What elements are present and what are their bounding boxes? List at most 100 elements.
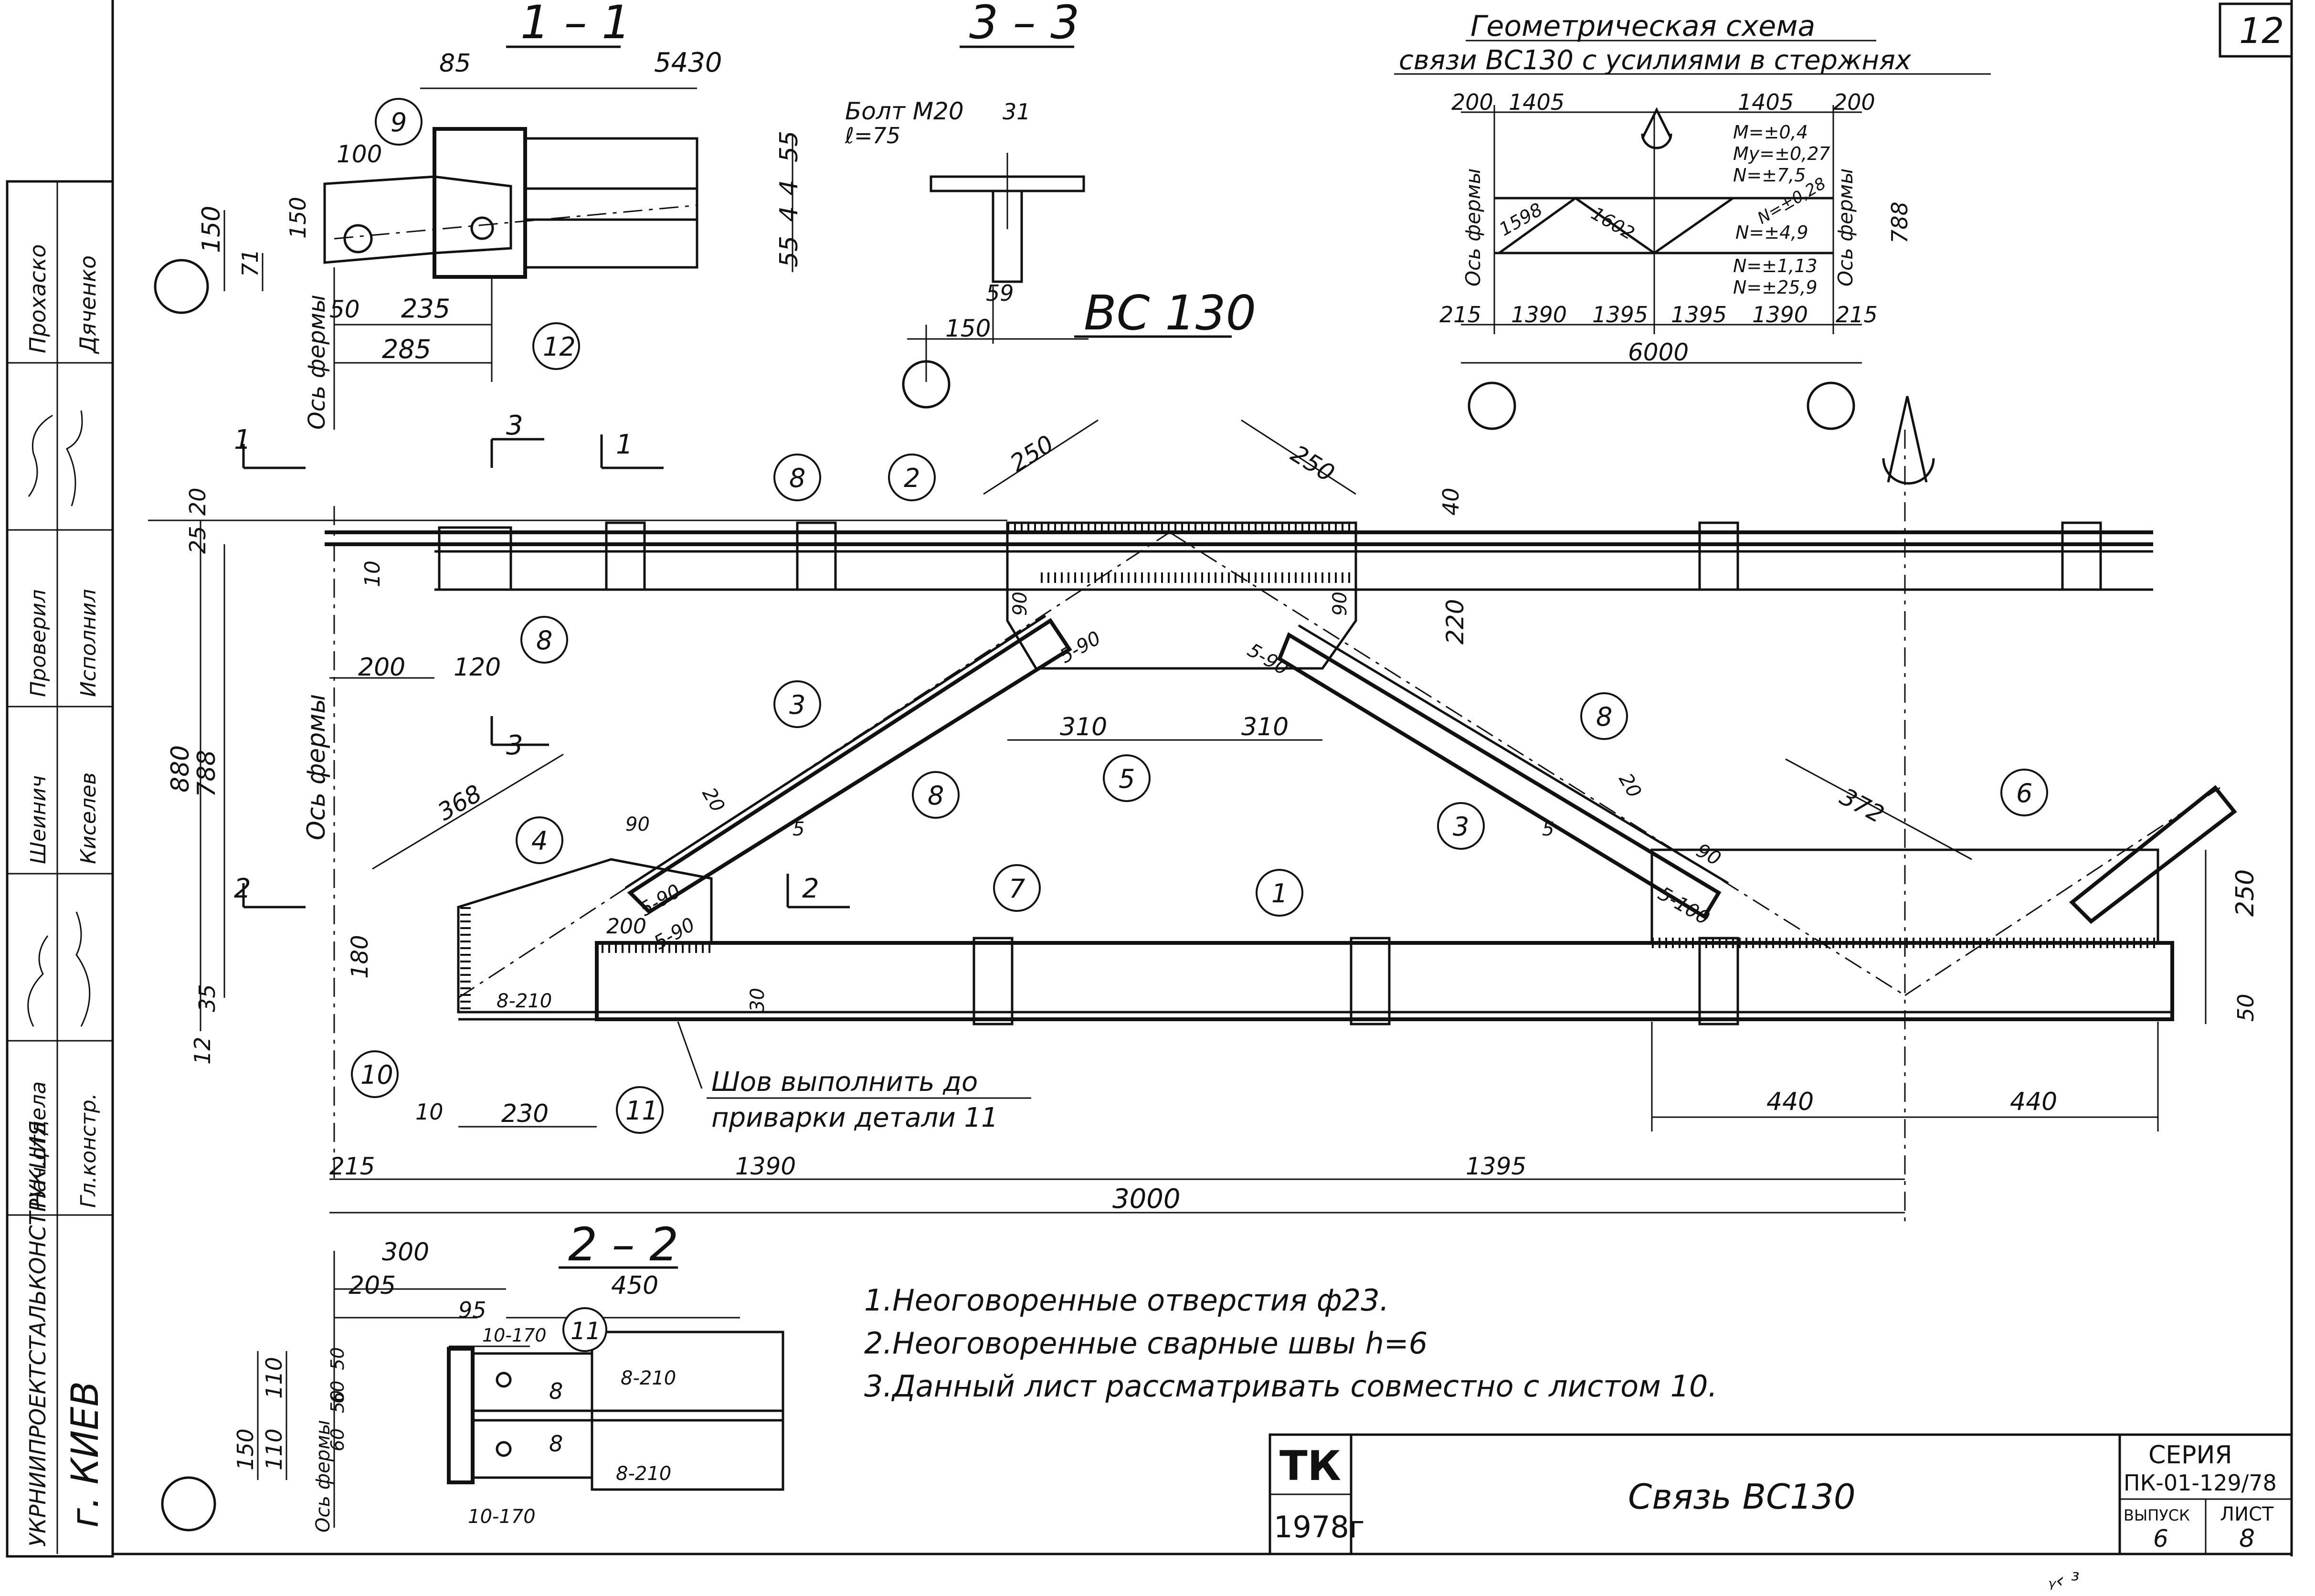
note-1: 1.Неоговоренные отверстия ф23. <box>864 1283 1389 1318</box>
dim-left-12: 12 <box>190 1036 215 1065</box>
dim-20-b: 20 <box>1614 770 1645 802</box>
dim-368: 368 <box>433 779 486 826</box>
cut-mark-2-left: 2 <box>234 873 251 904</box>
s22-weld-8-210a: 8-210 <box>621 1367 676 1389</box>
weld-5-90-d: 5-90 <box>650 913 699 954</box>
geom-diag-left: 1598 <box>1496 199 1546 240</box>
geom-axis-right: Ось фермы <box>1834 168 1857 286</box>
cut-mark-3-bottom: 3 <box>506 730 523 761</box>
geom-diag-center: 1602 <box>1588 203 1638 244</box>
s33-bolt-length: ℓ=75 <box>845 123 900 148</box>
dim-right-50: 50 <box>2233 994 2259 1022</box>
geom-force-my: My=±0,27 <box>1733 143 1830 164</box>
s22-dim-205: 205 <box>349 1271 396 1300</box>
bottom-stray-marks: ᵧ‹ ³ <box>2048 1568 2080 1593</box>
geom-force-m: M=±0,4 <box>1733 122 1808 143</box>
callout-7: 7 <box>1009 874 1025 904</box>
geom-center-mark-icon <box>1641 107 1672 149</box>
geom-dim-top-200b: 200 <box>1833 89 1875 115</box>
s22-dim-150: 150 <box>233 1428 258 1470</box>
tk-logo: ТК <box>1279 1442 1341 1490</box>
s11-axis-label: Ось фермы <box>304 295 330 430</box>
stamp-name-3: Киселев <box>76 772 101 864</box>
stamp-institute: УКРНИИПРОЕКТСТАЛЬКОНСТРУКЦИЯ <box>25 1121 51 1547</box>
dim-left-880: 880 <box>166 745 195 793</box>
s22-dim-10-170b: 10-170 <box>468 1506 536 1528</box>
geom-dim-top-200a: 200 <box>1451 89 1493 115</box>
s33-dim-31: 31 <box>1003 99 1031 125</box>
geom-dim-bot-1395a: 1395 <box>1592 302 1648 328</box>
stamp-name-1: Прохаско <box>25 244 51 353</box>
callout-5: 5 <box>1119 764 1135 794</box>
callout-6: 6 <box>2016 778 2032 808</box>
signature-1 <box>28 410 83 507</box>
sheet-value: 8 <box>2239 1524 2255 1553</box>
side-stamp: г. КИЕВ УКРНИИПРОЕКТСТАЛЬКОНСТРУКЦИЯ Нач… <box>25 244 107 1547</box>
s11-dim-55b: 55 <box>775 236 803 267</box>
s11-axis-bubble <box>154 259 209 314</box>
dim-90-b: 90 <box>1009 592 1031 616</box>
s11-callout-12: 12 <box>543 332 576 362</box>
dim-bottom-1390: 1390 <box>735 1152 796 1180</box>
s22-weld-8-210b: 8-210 <box>616 1463 671 1485</box>
dim-right-250: 250 <box>2231 869 2260 917</box>
geom-dim-bot-1390b: 1390 <box>1752 302 1808 328</box>
dim-bottom-440-right: 440 <box>2010 1088 2057 1116</box>
main-axis-label: Ось фермы <box>302 694 331 840</box>
s22-dim-300: 300 <box>382 1238 429 1267</box>
main-center-mark-icon <box>1882 396 1935 485</box>
dim-200-left: 200 <box>358 653 405 682</box>
dim-bottom-440-left: 440 <box>1766 1088 1814 1116</box>
section-2-2-view <box>257 1251 784 1528</box>
geom-dim-bot-215b: 215 <box>1836 302 1878 328</box>
geom-height: 788 <box>1887 201 1913 243</box>
section-3-3-heading: 3 – 3 <box>969 0 1079 49</box>
s22-plate-8a: 8 <box>549 1378 563 1404</box>
callout-1: 1 <box>1271 878 1288 909</box>
callout-8-top-a: 8 <box>789 463 805 493</box>
s11-callout-12-circle <box>532 322 580 370</box>
dim-90-a: 90 <box>625 814 650 835</box>
dim-top-250-left: 250 <box>1005 430 1059 477</box>
s11-dim-5430: 5430 <box>654 47 722 78</box>
geom-force-n4: N=±1,13 <box>1733 255 1818 276</box>
geom-dim-bot-1390a: 1390 <box>1511 302 1567 328</box>
dim-left-20: 20 <box>185 487 211 516</box>
geom-dim-bot-215a: 215 <box>1439 302 1481 328</box>
s11-dim-100: 100 <box>337 140 382 168</box>
section-1-1-heading: 1 – 1 <box>520 0 631 49</box>
cut-mark-3-top: 3 <box>506 410 523 441</box>
s22-callout-11: 11 <box>571 1317 601 1345</box>
dim-310-right: 310 <box>1241 713 1289 741</box>
section-3-3-view <box>907 153 1089 382</box>
callout-10: 10 <box>360 1060 393 1090</box>
dim-5-b: 5 <box>1542 818 1554 840</box>
main-callouts <box>351 454 2048 1134</box>
s22-dim-10-170a: 10-170 <box>482 1325 547 1346</box>
dim-bottom-1395: 1395 <box>1466 1152 1526 1180</box>
geom-dim-top-1405b: 1405 <box>1738 89 1794 115</box>
geom-title-line1: Геометрическая схема <box>1470 10 1815 43</box>
callout-3-right: 3 <box>1453 812 1469 842</box>
geometry-scheme <box>1461 105 1862 364</box>
dim-left-35: 35 <box>194 984 220 1012</box>
s33-axis-bubble <box>902 360 951 409</box>
callout-2: 2 <box>904 463 920 493</box>
series-value: ПК-01-129/78 <box>2124 1470 2277 1496</box>
s11-dim-150a: 150 <box>197 206 226 253</box>
series-label: СЕРИЯ <box>2148 1441 2232 1469</box>
geom-total: 6000 <box>1628 338 1689 366</box>
cut-mark-2-right: 2 <box>802 873 819 904</box>
callout-3-left: 3 <box>789 690 805 720</box>
dim-left-25: 25 <box>185 526 211 554</box>
s11-dim-85: 85 <box>439 49 471 78</box>
s22-plate-8b: 8 <box>549 1431 563 1457</box>
sheet-frame <box>6 0 2293 1558</box>
stamp-role-executed: Исполнил <box>76 589 101 697</box>
s22-dim-450: 450 <box>611 1271 658 1300</box>
s33-dim-150: 150 <box>945 315 991 342</box>
geom-title-line2: связи ВС130 с усилиями в стержнях <box>1399 45 1912 76</box>
s11-dim-4b: 4 <box>775 206 803 222</box>
sheet-corner-number: 12 <box>2239 11 2284 52</box>
